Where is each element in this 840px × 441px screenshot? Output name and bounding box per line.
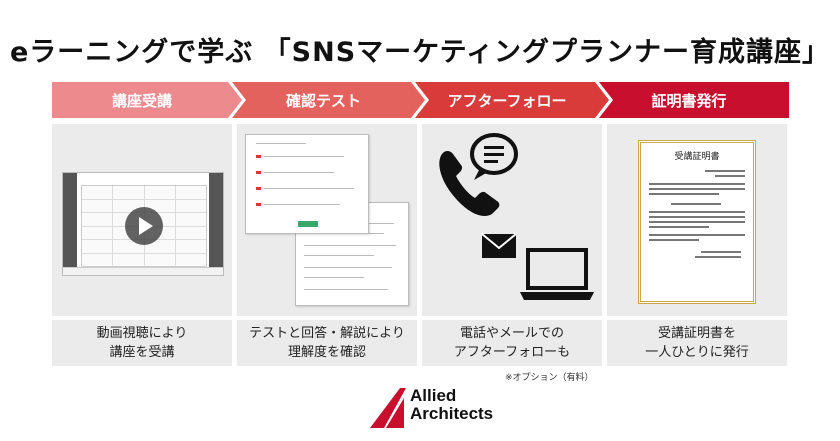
chat-bubble-icon: [470, 133, 518, 180]
test-document-image: [245, 134, 369, 234]
step-followup: アフターフォロー: [415, 82, 609, 118]
phone-icon: [439, 150, 500, 216]
panel-video: [52, 124, 232, 316]
process-steps: 講座受講 確認テスト アフターフォロー 証明書発行: [52, 82, 789, 118]
option-note: ※オプション（有料）: [505, 373, 594, 383]
logo-text-line1: Allied: [410, 386, 457, 405]
certificate-image: 受講証明書: [638, 140, 756, 304]
allied-architects-logo: Allied Architects: [370, 384, 510, 430]
logo-text-line2: Architects: [410, 404, 494, 423]
caption-followup: 電話やメールでのアフターフォローも: [422, 320, 602, 366]
mail-icon: [481, 233, 517, 258]
video-player-image: [62, 172, 224, 276]
caption-certificate: 受講証明書を一人ひとりに発行: [607, 320, 787, 366]
caption-test: テストと回答・解説により理解度を確認: [237, 320, 417, 366]
step-test: 確認テスト: [232, 82, 425, 118]
panel-followup: [422, 124, 602, 316]
play-icon: [125, 207, 163, 245]
certificate-title: 受講証明書: [674, 152, 720, 162]
logo-mark-icon: [370, 388, 406, 428]
caption-course: 動画視聴により講座を受講: [52, 320, 232, 366]
page-title: eラーニングで学ぶ 「SNSマーケティングプランナー育成講座」: [9, 37, 831, 68]
panel-test: [237, 124, 417, 316]
step-certificate: 証明書発行: [599, 82, 789, 118]
followup-illustration: [439, 133, 594, 300]
step-course: 講座受講: [52, 82, 242, 118]
laptop-icon: [520, 248, 594, 300]
panel-certificate: 受講証明書: [607, 124, 787, 316]
